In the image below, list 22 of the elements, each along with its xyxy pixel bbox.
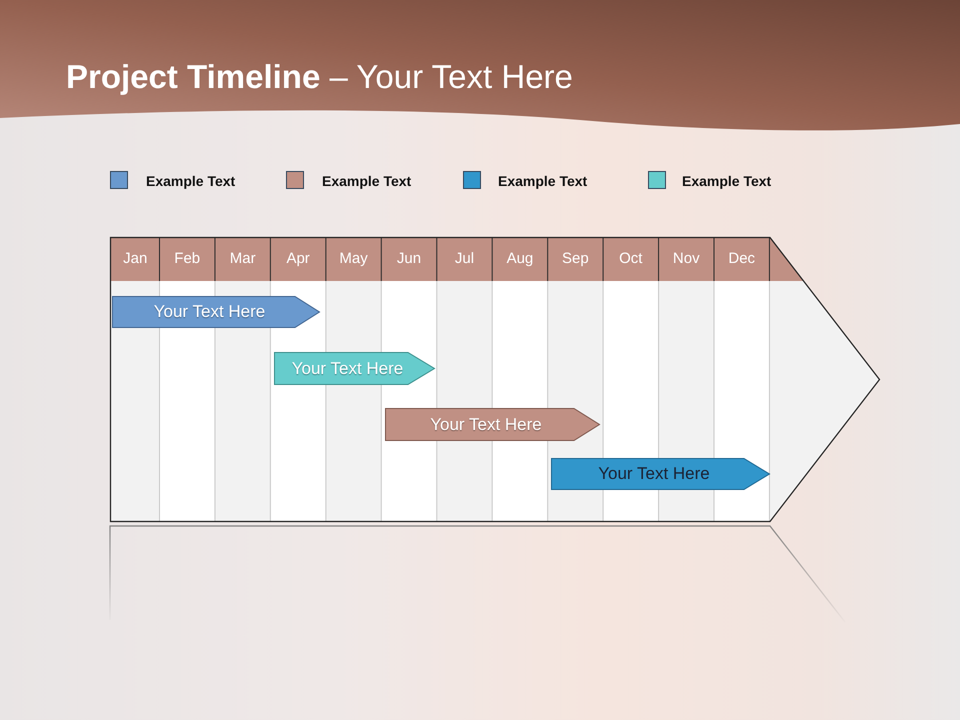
month-label: Dec (728, 250, 756, 268)
month-label: Sep (562, 250, 589, 268)
month-label: Jul (454, 250, 474, 268)
legend-label: Example Text (682, 172, 772, 190)
month-label: Nov (672, 250, 700, 268)
legend-label: Example Text (498, 172, 588, 190)
timeline-arrow (110, 237, 880, 522)
month-label: Feb (174, 250, 200, 268)
month-label: Jan (123, 250, 148, 268)
task-bar: Your Text Here (551, 458, 770, 490)
month-label: Aug (506, 250, 534, 268)
month-label: Mar (230, 250, 256, 268)
slide-title: Project Timeline – Your Text Here (66, 57, 573, 97)
month-label: May (339, 250, 368, 268)
legend-label: Example Text (146, 172, 236, 190)
month-label: Apr (286, 250, 310, 268)
task-bar: Your Text Here (274, 352, 435, 385)
legend-label: Example Text (322, 172, 412, 190)
month-label: Oct (619, 250, 642, 268)
task-bar: Your Text Here (112, 296, 320, 328)
month-label: Jun (396, 250, 422, 268)
task-bar: Your Text Here (385, 408, 600, 441)
